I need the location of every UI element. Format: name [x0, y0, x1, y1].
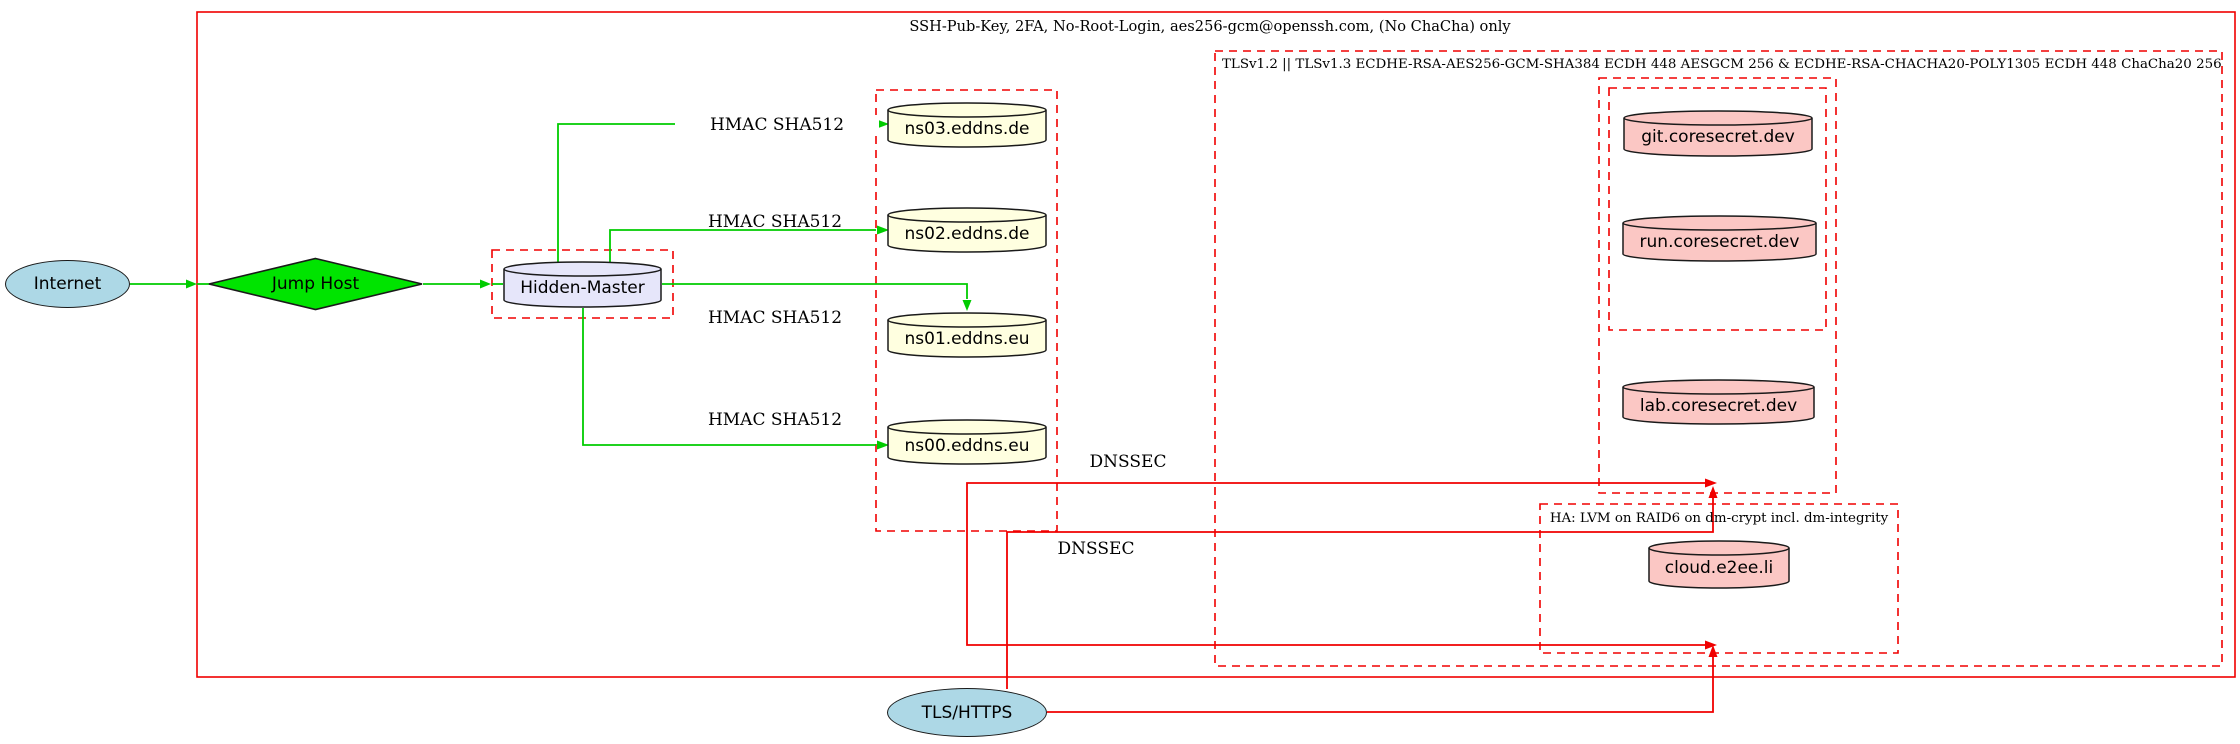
cylinder-shape	[503, 261, 662, 308]
cluster-coresecret-inner-box	[1608, 87, 1827, 331]
cylinder-shape	[887, 312, 1047, 358]
node-ns00-label: ns00.eddns.eu	[904, 435, 1030, 456]
edge-tlshttps-to-coresecret	[1006, 486, 1718, 689]
node-git-label: git.coresecret.dev	[1641, 127, 1795, 147]
edge-tlshttps-to-ha	[1047, 645, 1718, 713]
edge-label-hmac-ns01: HMAC SHA512	[707, 308, 843, 328]
node-ns02-label: ns02.eddns.de	[904, 223, 1030, 244]
cluster-tls-label: TLSv1.2 || TLSv1.3 ECDHE-RSA-AES256-GCM-…	[1222, 57, 2222, 72]
cluster-eddns-box	[875, 89, 1058, 532]
cluster-ssh-box	[196, 11, 2236, 678]
cluster-ha-box	[1539, 503, 1899, 654]
node-tls-https: TLS/HTTPS	[887, 688, 1047, 737]
edge-label-hmac-ns00: HMAC SHA512	[707, 410, 843, 430]
node-cloud: cloud.e2ee.li	[1648, 540, 1790, 589]
node-hidden-master-label: Hidden-Master	[520, 278, 645, 298]
edge-label-hmac-ns02: HMAC SHA512	[707, 212, 843, 232]
cylinder-shape	[887, 207, 1047, 253]
cluster-coresecret-outer-box	[1598, 77, 1837, 494]
edge-jumphost-to-hiddenmaster	[423, 279, 503, 289]
node-run: run.coresecret.dev	[1622, 215, 1817, 262]
edge-hiddenmaster-to-ns01	[662, 283, 972, 311]
edge-label-dnssec-2: DNSSEC	[1057, 539, 1135, 559]
node-hidden-master: Hidden-Master	[503, 261, 662, 308]
node-ns01: ns01.eddns.eu	[887, 312, 1047, 358]
edge-dnssec-to-coresecret	[966, 478, 1717, 531]
edge-hiddenmaster-to-ns03	[557, 119, 889, 262]
cluster-ssh-label: SSH-Pub-Key, 2FA, No-Root-Login, aes256-…	[909, 18, 1511, 35]
cylinder-shape	[1623, 110, 1813, 157]
node-ns03-label: ns03.eddns.de	[904, 118, 1030, 139]
edge-dnssec-to-ha	[966, 531, 1717, 650]
node-tls-https-label: TLS/HTTPS	[921, 702, 1013, 723]
node-ns01-label: ns01.eddns.eu	[904, 328, 1030, 349]
node-ns03: ns03.eddns.de	[887, 102, 1047, 148]
node-lab-label: lab.coresecret.dev	[1639, 395, 1798, 416]
cylinder-shape	[1622, 379, 1815, 425]
cylinder-shape	[1622, 215, 1817, 262]
diamond-shape	[208, 257, 423, 311]
node-jump-host: Jump Host	[207, 257, 424, 311]
edge-internet-to-jumphost	[130, 279, 210, 289]
cylinder-shape	[1648, 540, 1790, 589]
node-run-label: run.coresecret.dev	[1639, 232, 1800, 252]
cylinder-shape	[887, 102, 1047, 148]
edge-hiddenmaster-to-ns00	[582, 308, 889, 450]
cylinder-shape	[887, 419, 1047, 465]
node-git: git.coresecret.dev	[1623, 110, 1813, 157]
node-ns02: ns02.eddns.de	[887, 207, 1047, 253]
node-jump-host-label: Jump Host	[271, 274, 360, 294]
node-internet: Internet	[5, 260, 130, 308]
cluster-ha-label: HA: LVM on RAID6 on dm-crypt incl. dm-in…	[1549, 511, 1889, 526]
edge-hiddenmaster-to-ns02	[609, 225, 889, 262]
node-lab: lab.coresecret.dev	[1622, 379, 1815, 425]
node-cloud-label: cloud.e2ee.li	[1664, 558, 1774, 578]
node-ns00: ns00.eddns.eu	[887, 419, 1047, 465]
node-internet-label: Internet	[33, 274, 102, 294]
edge-label-dnssec-1: DNSSEC	[1089, 452, 1167, 472]
edge-label-hmac-ns03: HMAC SHA512	[675, 115, 879, 135]
